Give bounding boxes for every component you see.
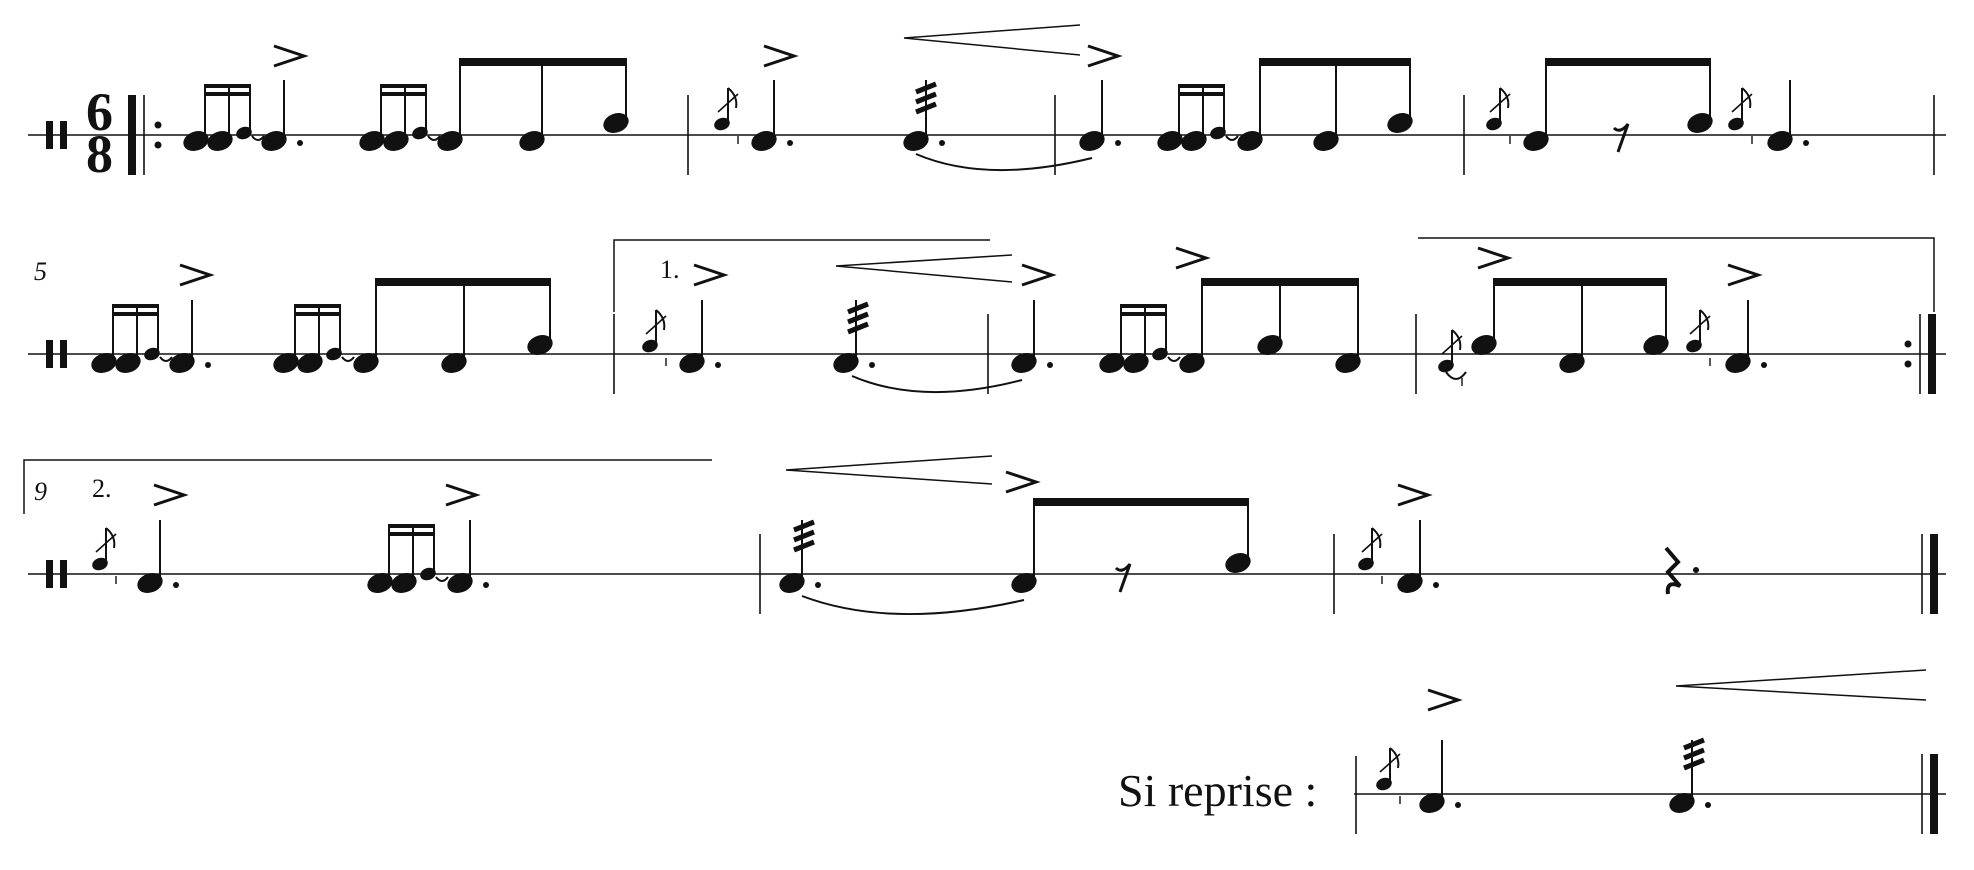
volta-1-bracket — [1418, 237, 1935, 312]
decrescendo-hairpin — [903, 24, 1081, 56]
repeat-start-barline — [128, 95, 162, 175]
measure-1 — [180, 44, 632, 155]
measure-3 — [1076, 58, 1416, 155]
reprise-system: Si reprise : — [1118, 669, 1946, 835]
measure-9 — [90, 483, 489, 597]
measure-5 — [88, 263, 556, 377]
measure-11 — [1356, 483, 1699, 597]
system-3: 9 2. — [23, 455, 1946, 615]
measure-2 — [712, 24, 1120, 172]
decrescendo-hairpin — [1675, 669, 1927, 701]
reprise-measure — [1374, 669, 1927, 817]
measure-number: 9 — [34, 477, 47, 506]
measure-7 — [1008, 246, 1364, 377]
measure-6 — [640, 254, 1054, 393]
measure-number: 5 — [34, 257, 47, 286]
repeat-end-barline — [1904, 314, 1936, 394]
volta-1: 1. — [613, 239, 990, 312]
quarter-rest — [1664, 546, 1682, 595]
measure-10 — [776, 455, 1254, 615]
decrescendo-hairpin — [785, 455, 993, 485]
volta-label: 1. — [660, 255, 680, 284]
volta-2-bracket — [23, 459, 712, 514]
time-signature-top: 6 — [86, 82, 113, 142]
system-1: 6 8 — [28, 24, 1946, 184]
time-signature-bottom: 8 — [86, 124, 113, 184]
system-2: 5 1. — [28, 237, 1946, 394]
measure-4 — [1484, 58, 1809, 155]
decrescendo-hairpin — [835, 254, 1013, 283]
measure-8 — [1436, 246, 1767, 387]
volta-label: 2. — [92, 474, 112, 503]
reprise-label: Si reprise : — [1118, 765, 1317, 816]
